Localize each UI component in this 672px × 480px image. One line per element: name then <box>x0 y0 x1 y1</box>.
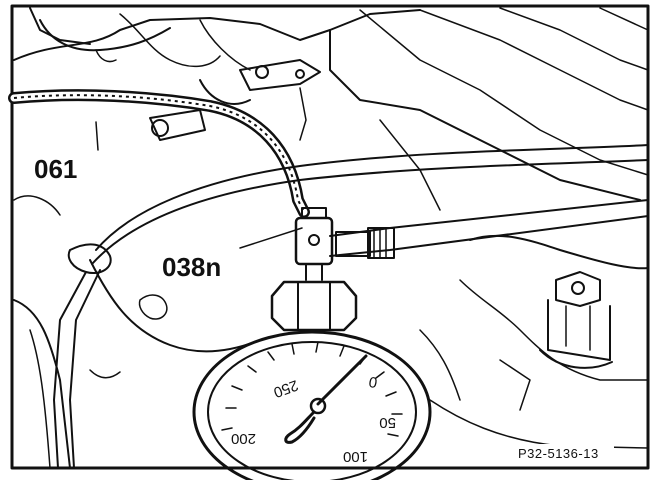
callout-038n-bg <box>158 250 262 282</box>
braided-hose-061 <box>8 89 310 218</box>
pressure-line <box>329 199 649 259</box>
vacuum-line <box>53 144 649 469</box>
adjuster-valve <box>539 271 613 369</box>
pressure-gauge <box>192 330 432 480</box>
callout-061-bg <box>30 152 114 184</box>
reference-code-bg <box>514 444 614 462</box>
dial-label-250: 250 <box>271 376 300 401</box>
dial-label-200: 200 <box>231 430 256 447</box>
leader-line-038n <box>239 227 303 249</box>
callout-061: 061 <box>34 154 77 184</box>
gauge-hex-body <box>270 280 358 332</box>
dial-label-0: 0 <box>368 373 379 391</box>
tee-fitting-038n <box>294 207 334 281</box>
figure-border <box>10 4 650 470</box>
gauge-pivot <box>309 397 327 415</box>
gauge-needle <box>316 354 368 406</box>
engine-block <box>13 7 649 469</box>
reference-code: P32-5136-13 <box>518 446 599 461</box>
callout-038n: 038n <box>162 252 221 282</box>
dial-label-100: 100 <box>343 448 368 465</box>
leader-line-061 <box>95 121 99 151</box>
throttle-linkage <box>95 49 321 141</box>
dial-label-50: 50 <box>379 414 396 431</box>
